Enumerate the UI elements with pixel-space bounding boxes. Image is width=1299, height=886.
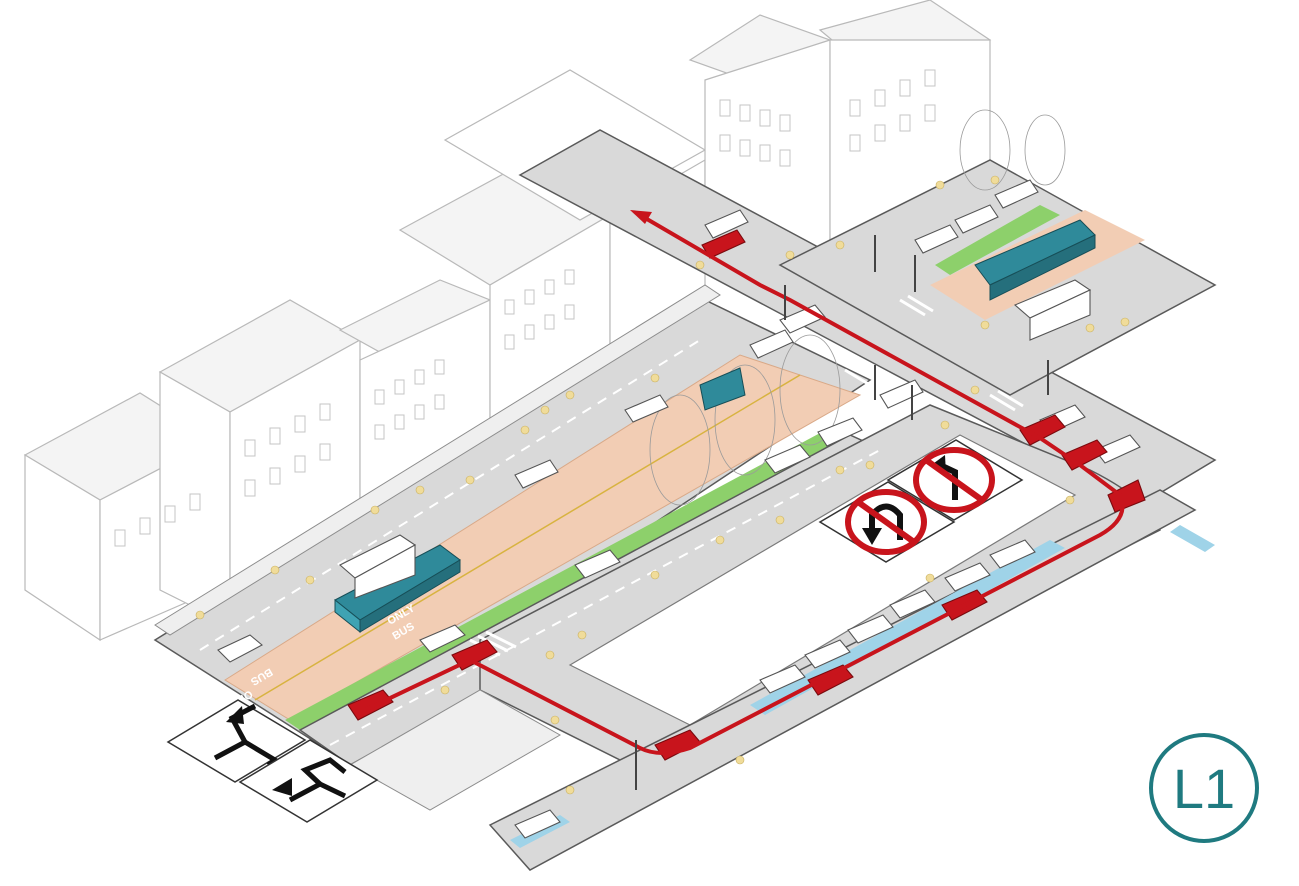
no-left-turn-sign-icon <box>913 447 995 513</box>
traffic-signals <box>635 235 1049 790</box>
lane-marking <box>199 339 701 651</box>
lane-marking <box>329 449 881 746</box>
window-grid <box>114 69 936 547</box>
bike-lane <box>285 425 850 730</box>
scenario-badge-label: L1 <box>1173 757 1235 820</box>
bus <box>334 544 461 634</box>
truck <box>1013 279 1092 341</box>
pedestrians <box>195 175 1130 795</box>
route-arrowhead <box>630 210 652 224</box>
bus <box>974 219 1096 301</box>
bus-lane <box>224 354 862 721</box>
left-corner-sidewalk <box>348 689 562 811</box>
route-path <box>364 213 1125 755</box>
route-car <box>807 664 854 696</box>
detour-route <box>364 210 1125 755</box>
trees <box>649 109 1066 506</box>
bus-lane-centerline <box>254 374 801 701</box>
parking-strip <box>1170 525 1215 552</box>
bus-shelter <box>699 367 746 411</box>
route-car <box>347 689 394 721</box>
left-turn-sign-alt <box>238 739 379 823</box>
truck <box>339 534 417 599</box>
route-car <box>1107 479 1146 513</box>
no-u-turn-sign-icon <box>845 489 927 555</box>
right-bike-lane <box>935 205 1060 275</box>
no-left-turn-sign <box>886 439 1024 521</box>
left-turn-arrow-sign-icon <box>288 757 347 803</box>
far-sidewalk <box>154 284 721 636</box>
back-cross-street <box>518 129 1217 506</box>
no-u-turn-sign <box>818 481 956 563</box>
route-car <box>1019 414 1066 446</box>
scenario-badge: L1 <box>1149 733 1259 843</box>
